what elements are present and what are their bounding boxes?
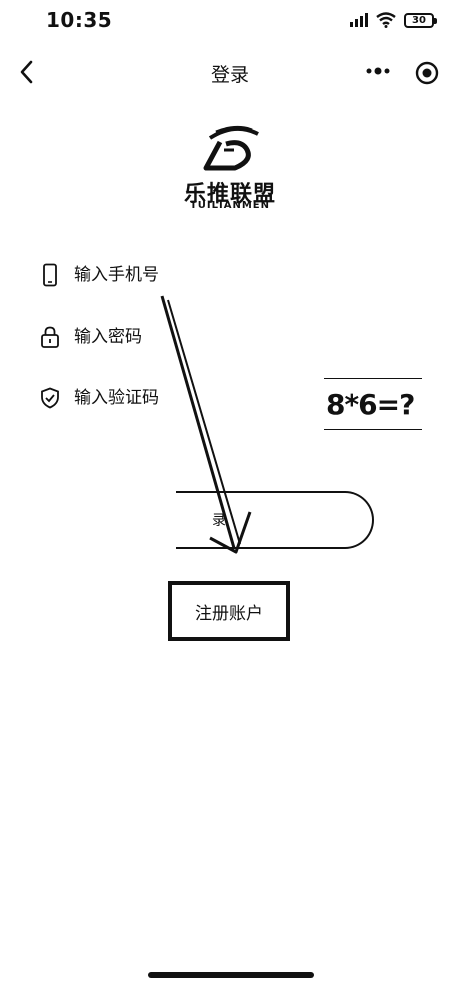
battery-icon: 30: [404, 12, 437, 28]
status-time: 10:35: [46, 8, 113, 32]
captcha-field[interactable]: [40, 380, 290, 416]
phone-icon: [40, 263, 60, 287]
password-input[interactable]: [74, 327, 254, 347]
login-button-label: 录: [212, 513, 226, 529]
status-icons: 30: [350, 12, 437, 28]
shield-icon: [40, 386, 60, 410]
target-close-icon[interactable]: [414, 60, 440, 86]
back-button[interactable]: [14, 58, 40, 86]
logo-subtitle: TUILIANMEN: [189, 200, 270, 211]
password-field[interactable]: [40, 319, 290, 355]
phone-field[interactable]: [40, 257, 290, 293]
captcha-input[interactable]: [74, 388, 254, 408]
phone-input[interactable]: [74, 265, 254, 285]
register-button[interactable]: 注册账户: [168, 581, 290, 641]
wifi-icon: [376, 12, 396, 28]
captcha-image[interactable]: 8*6=?: [324, 378, 422, 430]
logo-icon: [203, 125, 259, 171]
signal-icon: [350, 13, 368, 27]
login-button[interactable]: 录: [176, 491, 374, 549]
more-dots-icon[interactable]: [364, 63, 392, 79]
page-title: 登录: [210, 64, 249, 86]
home-indicator: [148, 972, 314, 978]
lock-icon: [40, 325, 60, 349]
logo-name: 乐推联盟: [183, 182, 276, 207]
